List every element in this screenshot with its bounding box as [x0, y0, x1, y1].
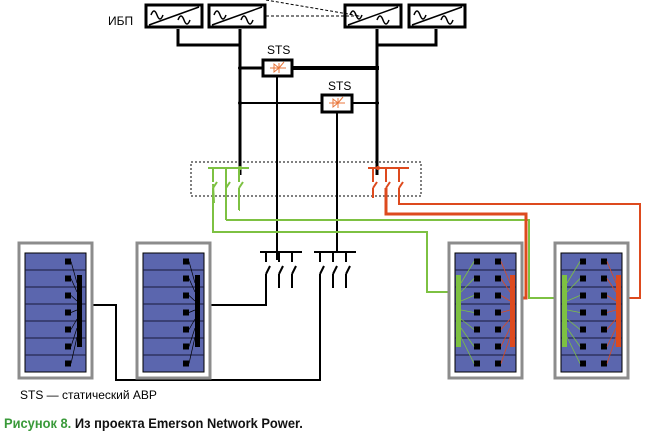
outlet [65, 275, 71, 282]
server-racks [17, 241, 630, 380]
figure-number: Рисунок 8. [4, 415, 72, 431]
sts2-label: STS [328, 79, 351, 93]
power-strip [77, 275, 82, 347]
outlet [580, 326, 586, 333]
sts1-bus [240, 66, 379, 260]
dual-feed-rack [553, 241, 630, 380]
ups-unit [407, 3, 467, 29]
outlet [580, 258, 586, 265]
outlet [474, 360, 480, 367]
outlet [183, 343, 189, 350]
ac-dc-converter-icon [211, 6, 263, 26]
outlet [474, 275, 480, 282]
outlet [495, 343, 501, 350]
lower-breakers-sts2 [82, 251, 356, 381]
outlet [580, 360, 586, 367]
power-strip-b [510, 275, 515, 347]
outlet [183, 258, 189, 265]
sts2-bus [240, 102, 379, 252]
ups-units [144, 3, 467, 29]
feed-a-breakers [208, 167, 555, 299]
ups-unit [144, 3, 204, 29]
outlet [495, 360, 501, 367]
ups-unit [207, 3, 267, 29]
outlet [183, 292, 189, 299]
outlet [601, 309, 607, 316]
outlet [183, 275, 189, 282]
outlet [495, 258, 501, 265]
sts1-switch [261, 58, 294, 78]
outlet [65, 326, 71, 333]
outlet [65, 309, 71, 316]
power-strip-a [562, 275, 567, 347]
ups-dashed-link [265, 0, 361, 17]
thyristor-icon [329, 96, 345, 109]
outlet [601, 343, 607, 350]
outlet [601, 258, 607, 265]
outlet [65, 292, 71, 299]
outlet [495, 326, 501, 333]
outlet [474, 292, 480, 299]
ac-dc-converter-icon [148, 6, 200, 26]
outlet [474, 309, 480, 316]
outlet [601, 360, 607, 367]
sts1-label: STS [267, 43, 290, 57]
dual-feed-rack [447, 241, 524, 380]
power-strip [195, 275, 200, 347]
outlet [495, 275, 501, 282]
figure-title: Из проекта Emerson Network Power. [71, 415, 303, 431]
outlet [65, 360, 71, 367]
outlet [474, 343, 480, 350]
single-feed-rack [17, 241, 94, 380]
outlet [580, 343, 586, 350]
outlet [474, 258, 480, 265]
outlet [495, 292, 501, 299]
outlet [183, 309, 189, 316]
legend-text: STS — статический АВР [20, 388, 157, 402]
outlet [183, 360, 189, 367]
outlet [601, 275, 607, 282]
outlet [65, 343, 71, 350]
single-feed-rack [135, 241, 212, 380]
outlet [580, 292, 586, 299]
outlet [580, 309, 586, 316]
outlet [65, 258, 71, 265]
power-strip-a [456, 275, 461, 347]
lower-breakers-sts1 [200, 251, 302, 306]
power-strip-b [616, 275, 621, 347]
sts2-switch [320, 93, 354, 114]
outlet [601, 292, 607, 299]
outlet [601, 326, 607, 333]
outlet [495, 309, 501, 316]
thyristor-icon [270, 61, 286, 74]
outlet [183, 326, 189, 333]
ups-label: ИБП [108, 14, 133, 28]
ac-dc-converter-icon [411, 6, 463, 26]
outlet [580, 275, 586, 282]
outlet [474, 326, 480, 333]
figure-caption: Рисунок 8. Из проекта Emerson Network Po… [4, 415, 303, 431]
